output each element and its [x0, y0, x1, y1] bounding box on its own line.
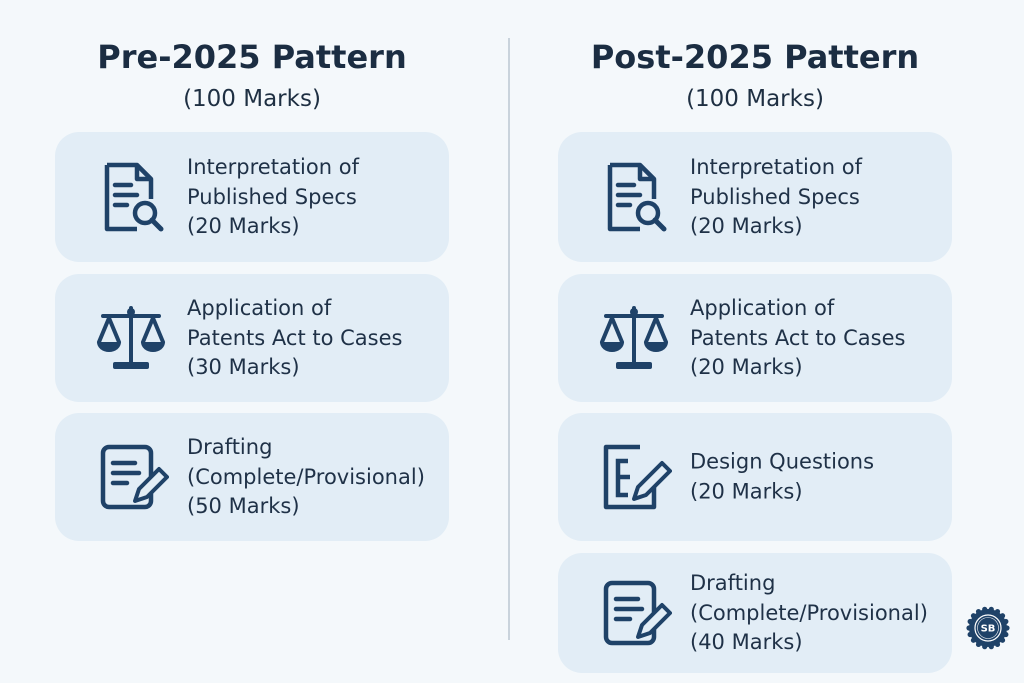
card-text: Interpretation of Published Specs (20 Mark… — [187, 153, 359, 242]
design-edit-icon — [603, 444, 672, 510]
card-text: Application of Patents Act to Cases (20 Ma… — [690, 294, 905, 383]
column-divider — [508, 38, 510, 640]
card-text: Design Questions (20 Marks) — [690, 448, 874, 507]
column-subtitle: (100 Marks) — [183, 86, 321, 112]
card-line: (40 Marks) — [690, 629, 803, 654]
document-search-icon — [104, 162, 164, 232]
column-title: Post-2025 Pattern — [590, 38, 920, 76]
scales-icon — [600, 306, 668, 369]
card-line: Drafting — [690, 570, 776, 595]
section-card: Interpretation of Published Specs (20 Mark… — [55, 132, 449, 262]
document-pencil-icon — [603, 580, 672, 646]
card-line: (20 Marks) — [690, 354, 803, 379]
section-card: Application of Patents Act to Cases (20 Ma… — [558, 274, 952, 402]
seal-logo-icon: SB — [966, 606, 1010, 650]
section-card: Drafting (Complete/Provisional) (40 Marks) — [558, 553, 952, 673]
document-search-icon — [607, 162, 667, 232]
card-line: (Complete/Provisional) — [690, 600, 928, 625]
card-line: Patents Act to Cases — [187, 325, 403, 350]
card-line: Drafting — [187, 434, 273, 459]
card-line: (30 Marks) — [187, 354, 300, 379]
card-line: (Complete/Provisional) — [187, 464, 425, 489]
document-pencil-icon — [100, 444, 169, 510]
card-line: Application of — [690, 295, 835, 320]
card-line: Patents Act to Cases — [690, 325, 906, 350]
column-subtitle: (100 Marks) — [686, 86, 824, 112]
section-card: Interpretation of Published Specs (20 Mark… — [558, 132, 952, 262]
card-line: Interpretation of — [690, 154, 862, 179]
card-line: Published Specs — [187, 184, 357, 209]
card-line: Design Questions — [690, 449, 875, 474]
card-text: Application of Patents Act to Cases (30 Ma… — [187, 294, 402, 383]
section-card: Drafting (Complete/Provisional) (50 Marks) — [55, 413, 449, 541]
card-text: Drafting (Complete/Provisional) (50 Marks) — [187, 433, 425, 522]
card-line: (20 Marks) — [187, 213, 300, 238]
card-line: (20 Marks) — [690, 479, 803, 503]
section-card: Application of Patents Act to Cases (30 Ma… — [55, 274, 449, 402]
column-title: Pre-2025 Pattern — [97, 38, 407, 76]
card-line: Application of — [187, 295, 332, 320]
card-text: Drafting (Complete/Provisional) (40 Marks) — [690, 569, 928, 658]
card-line: (20 Marks) — [690, 213, 803, 238]
scales-icon — [97, 306, 165, 369]
card-line: (50 Marks) — [187, 493, 300, 518]
card-line: Interpretation of — [187, 154, 359, 179]
card-line: Published Specs — [690, 184, 860, 209]
svg-text:SB: SB — [981, 624, 996, 635]
card-text: Interpretation of Published Specs (20 Mark… — [690, 153, 862, 242]
section-card: Design Questions (20 Marks) — [558, 413, 952, 541]
